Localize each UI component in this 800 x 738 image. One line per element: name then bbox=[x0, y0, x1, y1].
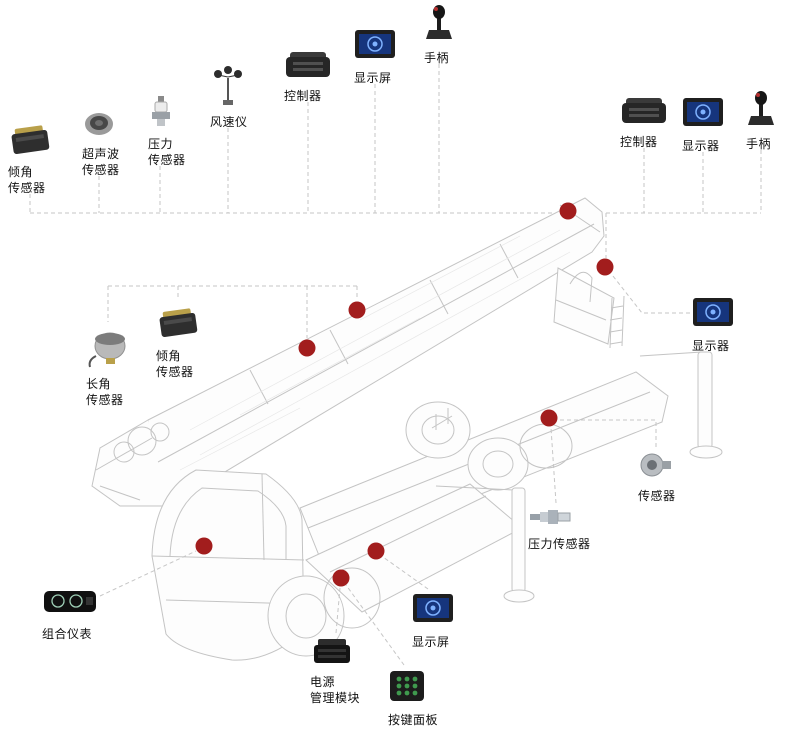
location-dot bbox=[332, 569, 350, 587]
ultrasonic-sensor-icon bbox=[82, 110, 116, 143]
component-display-mid-right: 显示器 bbox=[692, 296, 734, 354]
component-label: 压力 传感器 bbox=[148, 137, 186, 167]
anemometer-icon bbox=[210, 66, 246, 111]
location-dot bbox=[298, 339, 316, 357]
component-label: 风速仪 bbox=[210, 115, 248, 129]
component-label: 控制器 bbox=[620, 135, 658, 149]
component-display-bottom: 显示屏 bbox=[412, 592, 454, 650]
component-label: 传感器 bbox=[638, 489, 676, 503]
round-sensor-icon bbox=[638, 450, 674, 485]
component-label: 电源 管理模块 bbox=[310, 675, 361, 705]
component-pressure-sensor-top: 压力 传感器 bbox=[148, 94, 186, 168]
component-sensor-right: 传感器 bbox=[638, 450, 676, 504]
tilt-sensor-icon bbox=[8, 122, 52, 161]
component-controller-top: 控制器 bbox=[284, 50, 332, 104]
component-label: 控制器 bbox=[284, 89, 322, 103]
component-tilt-sensor-top-left: 倾角 传感器 bbox=[8, 122, 52, 196]
component-label: 长角 传感器 bbox=[86, 377, 124, 407]
power-module-icon bbox=[310, 636, 354, 671]
display-screen-icon bbox=[354, 28, 396, 67]
pressure-sensor-icon bbox=[148, 94, 174, 133]
component-label: 显示器 bbox=[682, 139, 720, 153]
instrument-cluster-icon bbox=[42, 584, 98, 623]
length-angle-sensor-icon bbox=[86, 326, 130, 373]
location-dot bbox=[596, 258, 614, 276]
location-dots bbox=[195, 202, 614, 587]
component-display-right: 显示器 bbox=[682, 96, 724, 154]
component-label: 按键面板 bbox=[388, 713, 439, 727]
component-label: 倾角 传感器 bbox=[156, 349, 194, 379]
location-dot bbox=[367, 542, 385, 560]
component-anemometer: 风速仪 bbox=[210, 66, 248, 130]
component-label: 手柄 bbox=[746, 137, 772, 151]
component-label: 显示屏 bbox=[412, 635, 450, 649]
component-label: 超声波 传感器 bbox=[82, 147, 120, 177]
joystick-icon bbox=[746, 90, 776, 133]
component-power-module: 电源 管理模块 bbox=[310, 636, 360, 706]
component-pressure-sensor-right: 压力传感器 bbox=[528, 506, 591, 552]
connector-lines bbox=[29, 64, 762, 666]
component-label: 手柄 bbox=[424, 51, 450, 65]
component-label: 显示屏 bbox=[354, 71, 392, 85]
keypad-icon bbox=[388, 668, 426, 709]
display-screen-icon bbox=[412, 592, 454, 631]
location-dot bbox=[559, 202, 577, 220]
controller-icon bbox=[284, 50, 332, 85]
joystick-icon bbox=[424, 4, 454, 47]
component-label: 压力传感器 bbox=[528, 537, 591, 551]
component-tilt-sensor-mid: 倾角 传感器 bbox=[156, 304, 200, 380]
pressure-plug-icon bbox=[528, 506, 572, 533]
location-dot bbox=[540, 409, 558, 427]
controller-icon bbox=[620, 96, 668, 131]
component-keypad-panel: 按键面板 bbox=[388, 668, 438, 728]
component-controller-right: 控制器 bbox=[620, 96, 668, 150]
component-instrument-cluster: 组合仪表 bbox=[42, 584, 98, 642]
display-screen-icon bbox=[692, 296, 734, 335]
tilt-sensor-icon bbox=[156, 304, 200, 345]
component-display-top: 显示屏 bbox=[354, 28, 396, 86]
component-joystick-right: 手柄 bbox=[746, 90, 776, 152]
display-screen-icon bbox=[682, 96, 724, 135]
location-dot bbox=[195, 537, 213, 555]
component-joystick-top: 手柄 bbox=[424, 4, 454, 66]
component-label: 组合仪表 bbox=[42, 627, 93, 641]
component-label: 倾角 传感器 bbox=[8, 165, 46, 195]
component-label: 显示器 bbox=[692, 339, 730, 353]
location-dot bbox=[348, 301, 366, 319]
component-ultrasonic-sensor: 超声波 传感器 bbox=[82, 110, 120, 178]
component-length-angle-sensor: 长角 传感器 bbox=[86, 326, 130, 408]
